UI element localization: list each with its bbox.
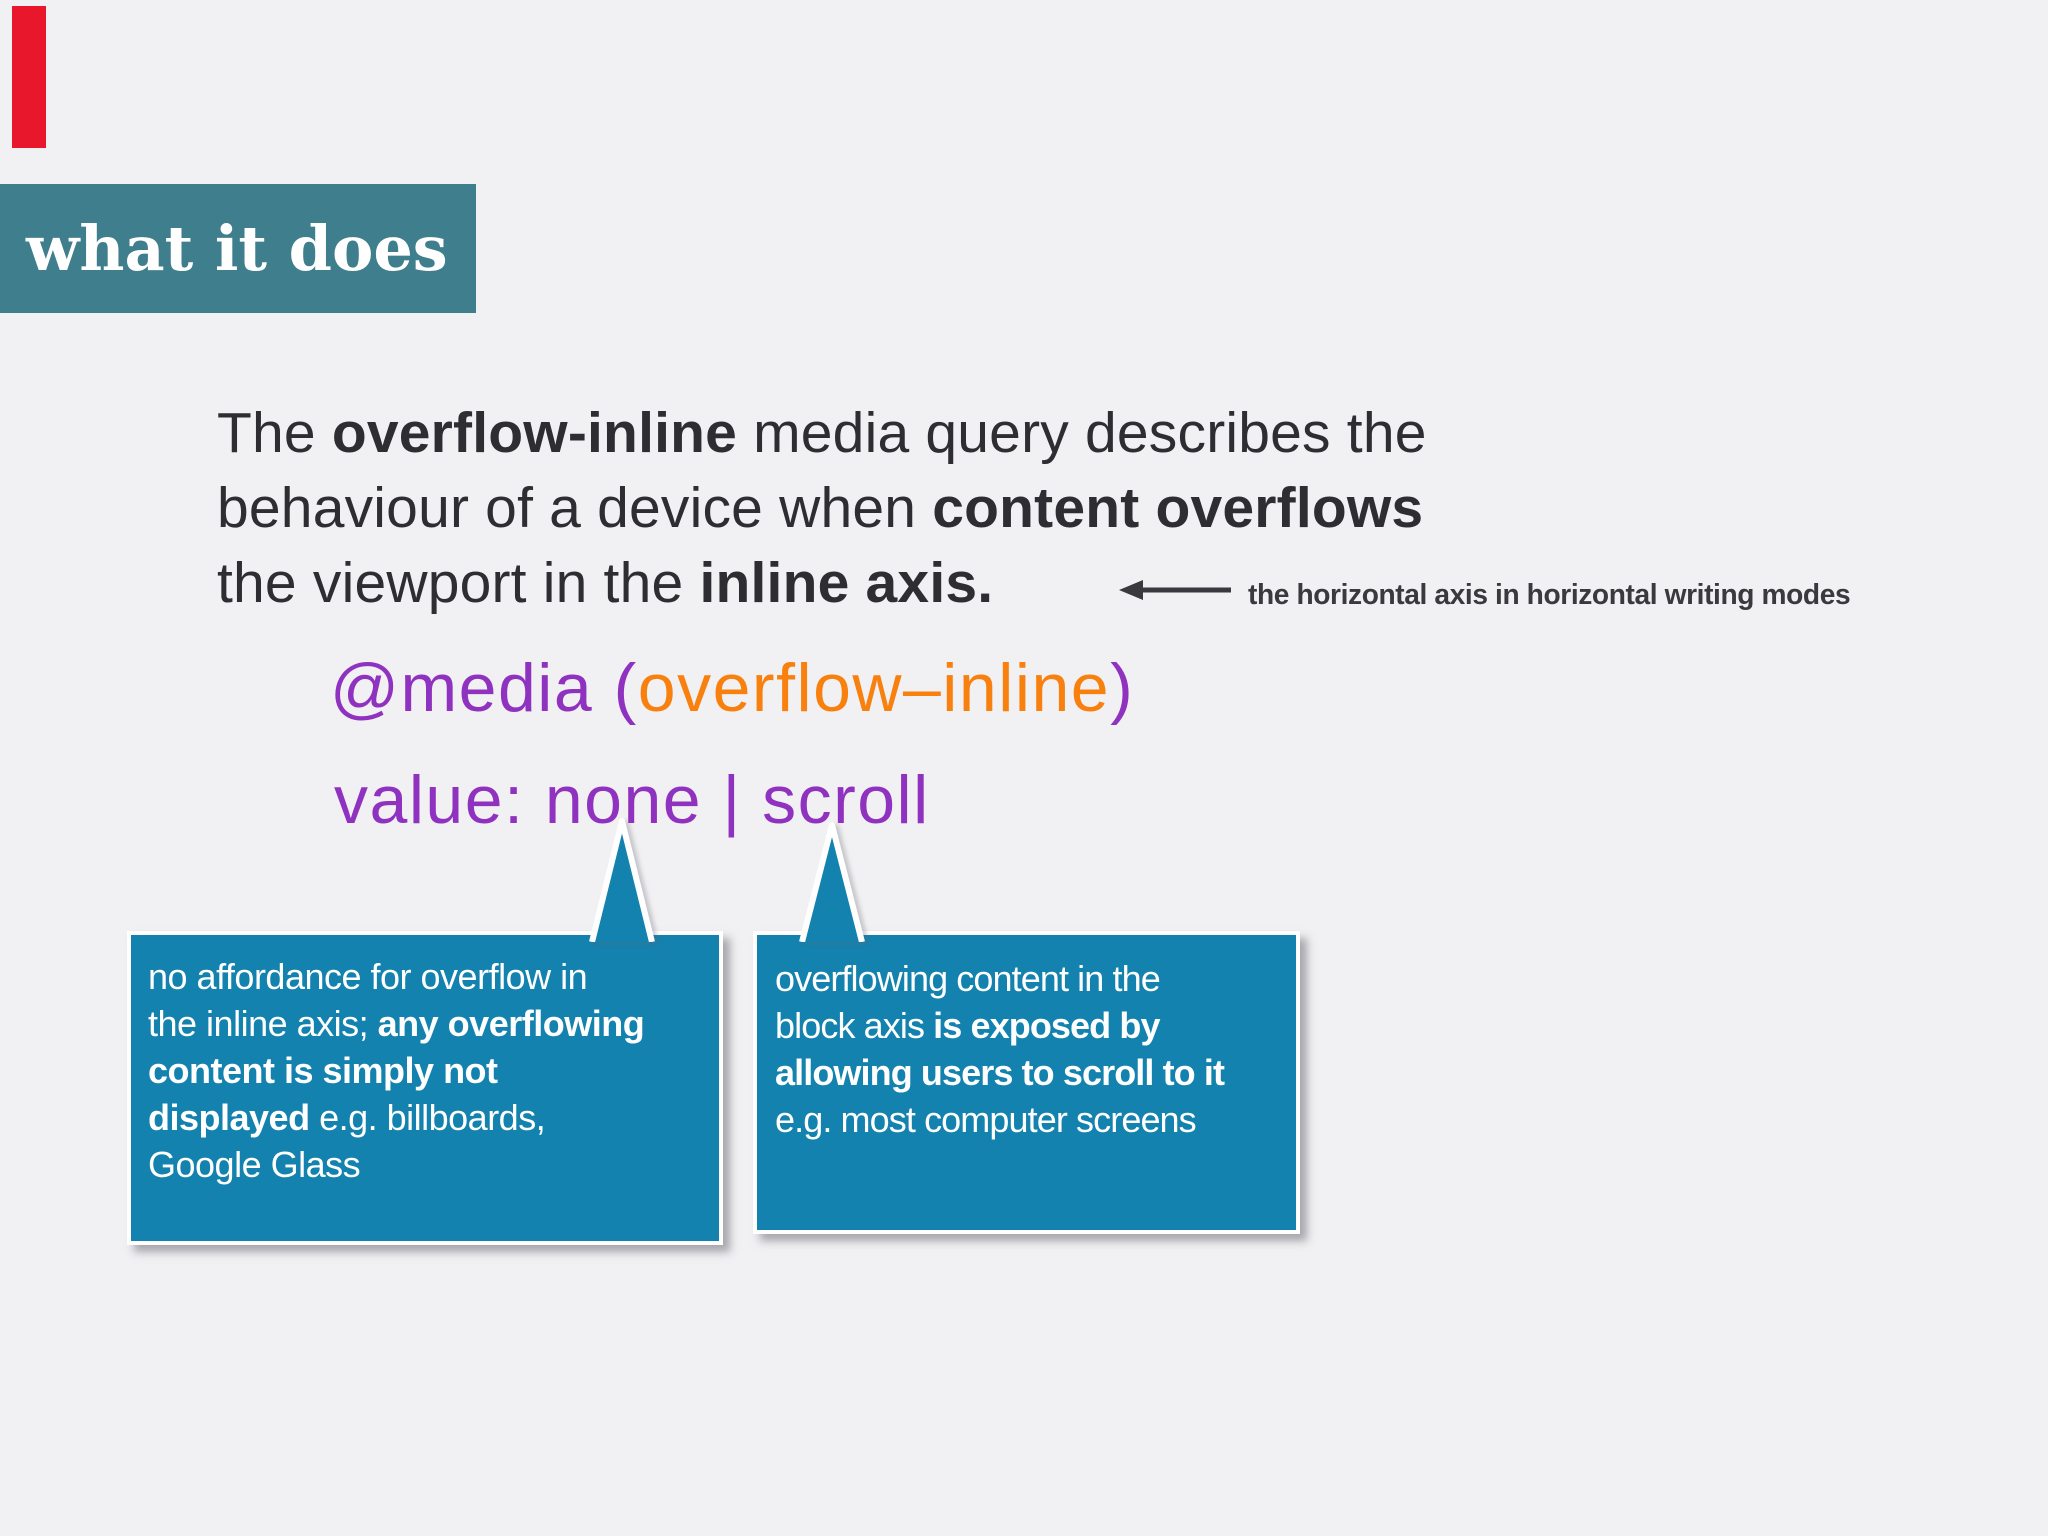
code-media-query: @media (overflow–inline) bbox=[330, 648, 1134, 728]
left-arrow-icon bbox=[1119, 580, 1231, 600]
paragraph-line-3: the viewport in the inline axis. bbox=[217, 551, 994, 615]
callout-pointer-none-icon bbox=[589, 818, 655, 942]
callout-line: block axis is exposed by bbox=[775, 1005, 1160, 1046]
callout-pointer-scroll-icon bbox=[799, 822, 865, 942]
section-title-bar: what it does bbox=[0, 184, 476, 313]
callout-line: overflowing content in the bbox=[775, 958, 1161, 999]
section-title: what it does bbox=[26, 212, 448, 285]
callout-line: e.g. most computer screens bbox=[775, 1099, 1197, 1140]
code-feature-name: overflow–inline bbox=[637, 650, 1111, 726]
callout-line: Google Glass bbox=[148, 1144, 361, 1185]
callout-scroll-value: overflowing content in the block axis is… bbox=[753, 931, 1300, 1234]
inline-axis-annotation: the horizontal axis in horizontal writin… bbox=[1248, 579, 1851, 611]
code-close-paren: ) bbox=[1110, 650, 1135, 726]
code-at-media: @media ( bbox=[330, 650, 638, 726]
paragraph-line-2: behaviour of a device when content overf… bbox=[217, 476, 1424, 540]
callout-line: allowing users to scroll to it bbox=[775, 1052, 1225, 1093]
description-paragraph: The overflow-inline media query describe… bbox=[217, 396, 1427, 621]
callout-line: the inline axis; any overflowing bbox=[148, 1003, 645, 1044]
callout-line: no affordance for overflow in bbox=[148, 956, 588, 997]
red-edge-marker bbox=[12, 6, 46, 148]
callout-none-value: no affordance for overflow in the inline… bbox=[127, 931, 723, 1245]
callout-line: content is simply not bbox=[148, 1050, 498, 1091]
callout-line: displayed e.g. billboards, bbox=[148, 1097, 546, 1138]
paragraph-line-1: The overflow-inline media query describe… bbox=[217, 401, 1427, 465]
